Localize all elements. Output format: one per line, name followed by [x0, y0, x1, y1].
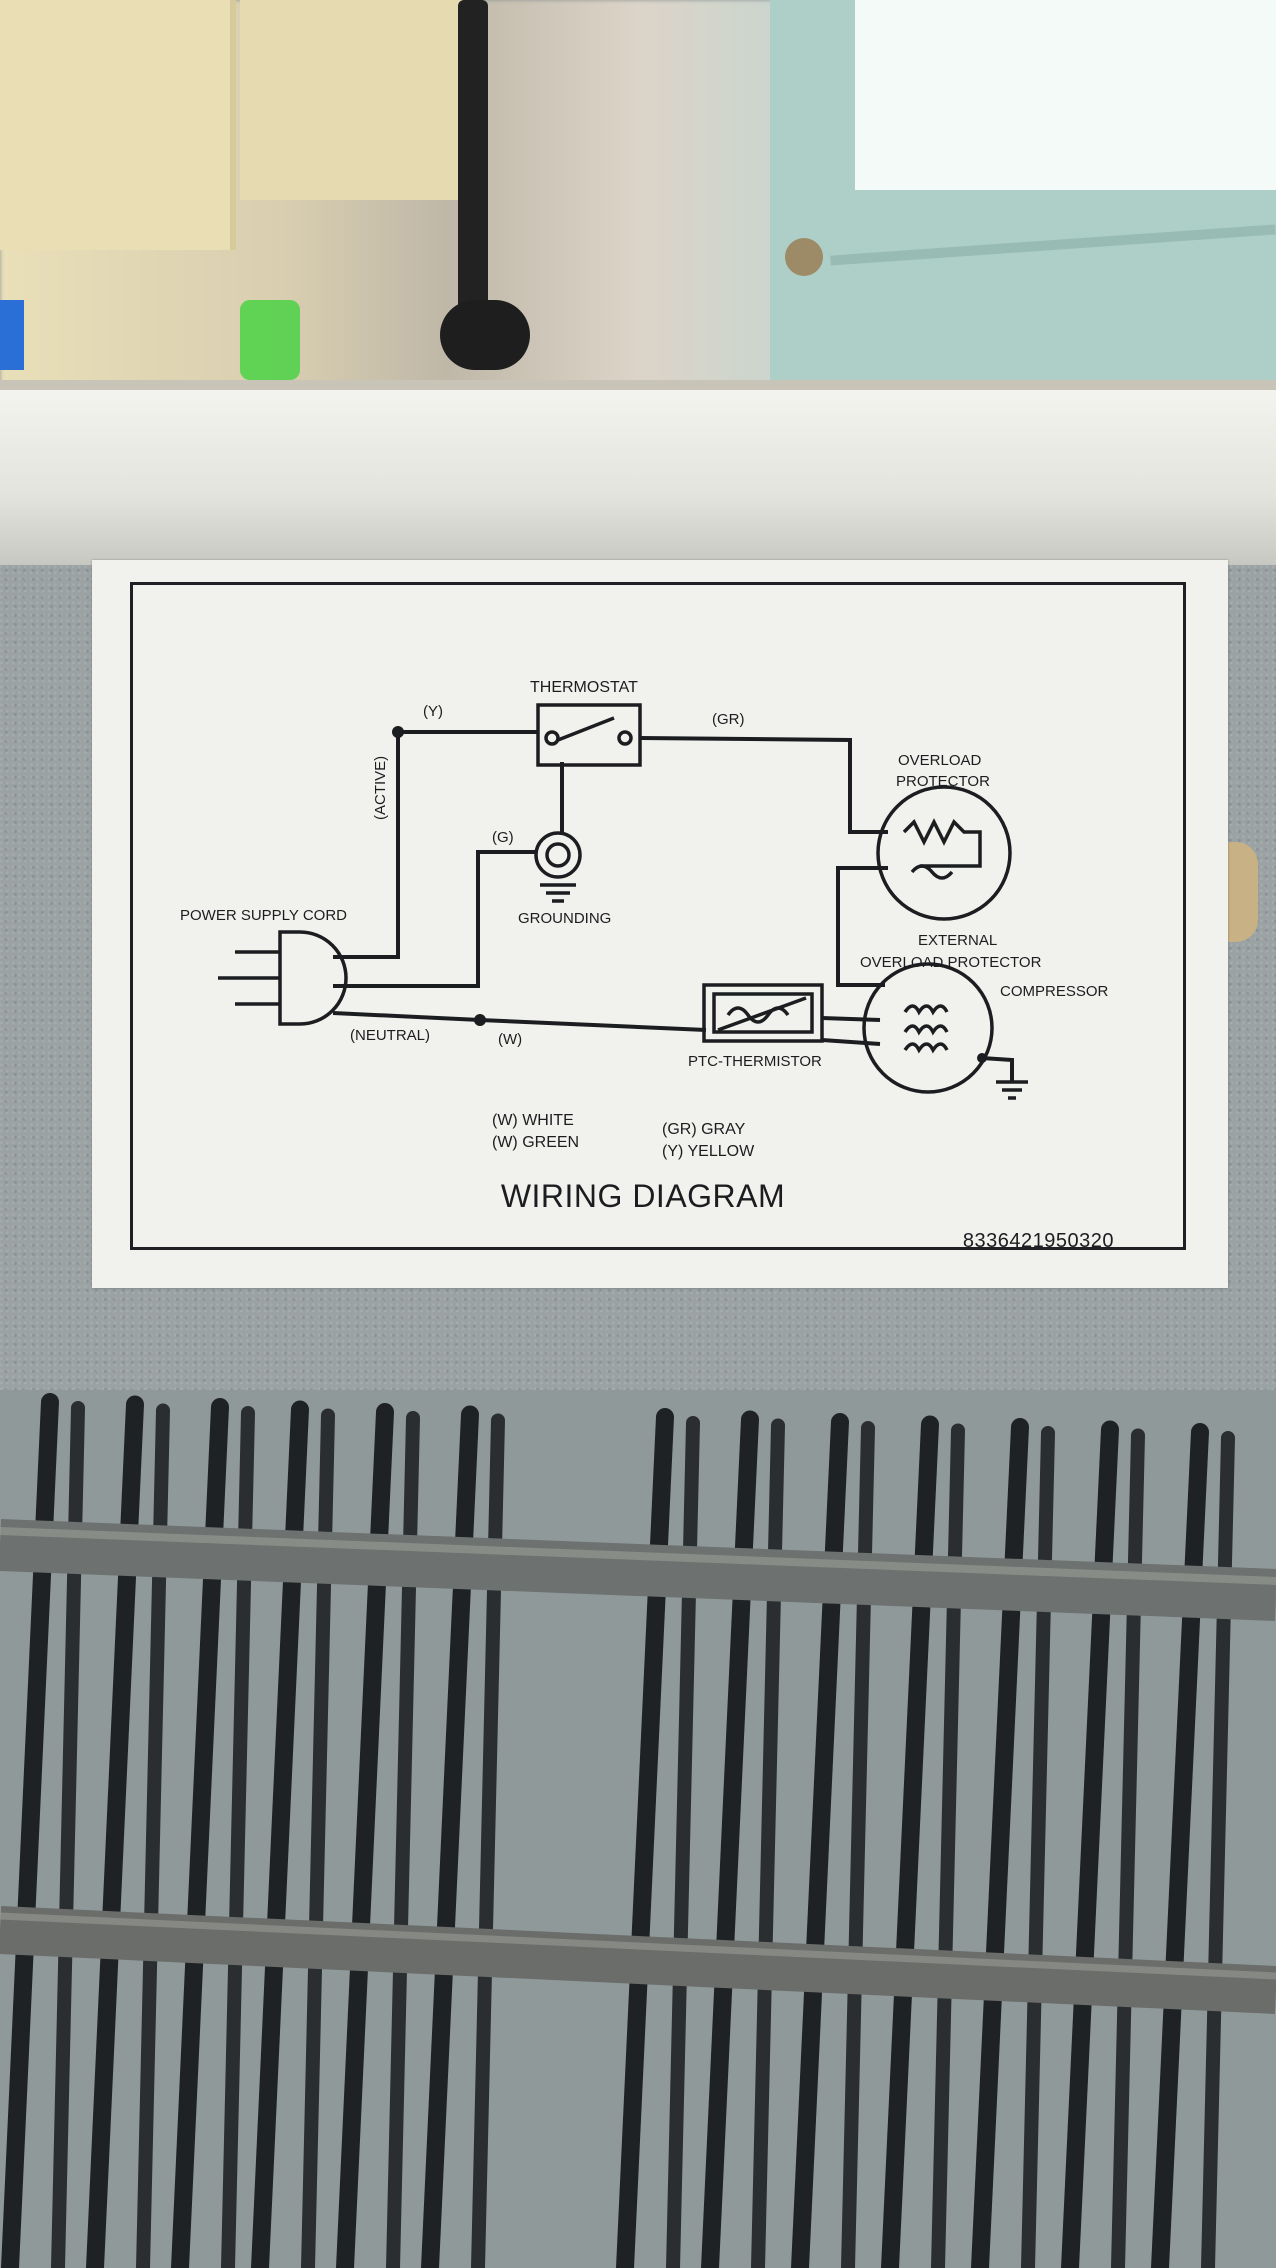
dark-pole: [458, 0, 488, 320]
kitchen-cabinet-2: [240, 0, 470, 200]
external-overload-label: OVERLOAD PROTECTOR: [860, 954, 1042, 971]
diagram-labels: THERMOSTAT (Y) (GR) (ACTIVE) (G) OVERLOA…: [180, 679, 1109, 1160]
grounding-label: GROUNDING: [518, 910, 611, 927]
compressor-ground-wire: [981, 1056, 1014, 1082]
grille-crossbar-bottom-highlight: [0, 1912, 1276, 1980]
neutral-wire-label: (NEUTRAL): [350, 1027, 430, 1044]
wiring-label-border: [130, 582, 1186, 1250]
chassis-ground-icon: [996, 1080, 1028, 1100]
power-plug-icon: [218, 930, 348, 1026]
junction-dot: [392, 726, 404, 738]
legend-green: (W) GREEN: [492, 1134, 579, 1151]
serial-number: 8336421950320: [962, 1230, 1114, 1252]
grille-crossbars: [0, 1519, 1276, 2014]
ptc-compressor-wire: [821, 1016, 881, 1022]
green-wire: [333, 850, 535, 988]
white-wire-label: (W): [498, 1031, 522, 1048]
grille-crossbar-top: [0, 1519, 1276, 1621]
compressor-label: COMPRESSOR: [1000, 983, 1109, 1000]
overload-protector-label-1: OVERLOAD: [898, 752, 982, 769]
kitchen-cabinet: [0, 0, 236, 250]
neutral-junction: [474, 1014, 486, 1026]
overload-protector-label-2: PROTECTOR: [896, 773, 990, 790]
yellow-wire-label: (Y): [423, 703, 443, 720]
overload-protector-icon: [876, 785, 1012, 921]
ptc-compressor-wire-2: [821, 1038, 881, 1046]
diagram-title: WIRING DIAGRAM: [500, 1178, 786, 1214]
blue-object: [0, 300, 24, 370]
door-knob: [785, 238, 823, 276]
compressor-icon: [862, 962, 994, 1094]
active-wire-label: (ACTIVE): [372, 756, 389, 820]
thermostat-switch-icon: [536, 703, 642, 767]
grille-crossbar-top-highlight: [0, 1527, 1276, 1585]
legend-white: (W) WHITE: [492, 1112, 574, 1129]
legend-gray: (GR) GRAY: [662, 1121, 746, 1138]
gray-wire-label: (GR): [712, 711, 745, 728]
ptc-thermistor-icon: [702, 983, 824, 1043]
grounding-icon: [534, 831, 582, 903]
dark-pole-base: [440, 300, 530, 370]
green-bottle: [240, 300, 300, 380]
protector-compressor-wire: [836, 866, 888, 987]
condenser-grille: [0, 1390, 1276, 2268]
grille-crossbar-bottom: [0, 1906, 1276, 2014]
external-label: EXTERNAL: [918, 932, 997, 949]
wiring-label: [92, 560, 1228, 1288]
door-window: [855, 0, 1276, 190]
thermostat-label: THERMOSTAT: [530, 679, 638, 696]
legend-yellow: (Y) YELLOW: [662, 1143, 755, 1160]
gray-wire: [639, 736, 888, 834]
active-wire: [333, 730, 538, 959]
wires: [332, 726, 1014, 1082]
green-wire-label: (G): [492, 829, 514, 846]
ptc-thermistor-label: PTC-THERMISTOR: [688, 1053, 822, 1070]
power-supply-cord-label: POWER SUPPLY CORD: [180, 907, 347, 924]
